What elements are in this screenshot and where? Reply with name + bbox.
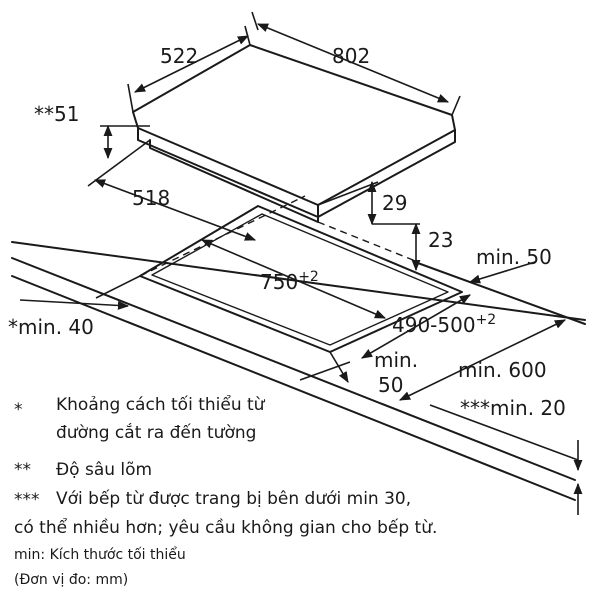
label-min50-front-a: min. [374,348,418,372]
hob-thickness-right [317,129,456,218]
label-51: **51 [34,102,79,126]
dim-line-518 [93,179,257,241]
min-definition: min: Kích thước tối thiểu [14,547,186,563]
countertop-back-edge [414,261,586,325]
dim-line-750 [200,239,387,319]
hob-thickness-front [137,127,319,218]
label-min50-front-b: 50 [378,373,403,397]
note-2-mark: ** [14,460,31,480]
projection-line-right [317,221,419,263]
label-min50-right: min. 50 [476,245,552,269]
label-802: 802 [332,44,370,68]
dim-line-522 [133,35,250,93]
note-1-mark: * [14,400,23,420]
note-1-line-1: Khoảng cách tối thiểu từ [56,395,265,415]
countertop-front-bottom-edge [11,275,576,501]
label-min40: *min. 40 [8,315,94,339]
label-490-500: 490-500+2 [392,312,496,337]
dim-line-min50-front [329,351,349,383]
label-min600: min. 600 [458,358,547,382]
note-3-mark: *** [14,490,40,510]
label-750: 750+2 [260,269,319,294]
label-518: 518 [132,186,170,210]
projection-line-left [139,195,306,277]
label-522: 522 [160,44,198,68]
dim-line-min50-right [468,261,536,284]
countertop-front-top-edge [11,257,576,481]
dim-line-802 [256,23,450,103]
note-1-line-2: đường cắt ra đến tường [56,423,257,443]
unit-note: (Đơn vị đo: mm) [14,572,129,588]
note-2-text: Độ sâu lõm [56,460,153,480]
label-23: 23 [428,228,453,252]
dim-line-min40 [19,299,130,310]
label-min20: ***min. 20 [460,396,566,420]
label-29: 29 [382,191,407,215]
dim-line-min600 [398,319,567,401]
note-3-line-1: Với bếp từ được trang bị bên dưới min 30… [56,489,412,509]
note-3-line-2: có thể nhiều hơn; yêu cầu không gian cho… [14,518,438,538]
